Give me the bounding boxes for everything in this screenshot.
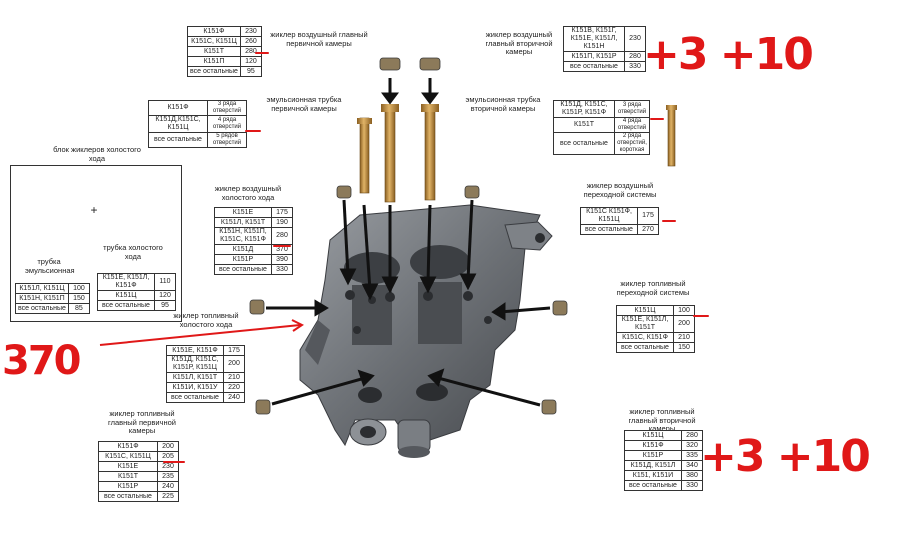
plus-sign: + (90, 203, 98, 217)
fuel-transition-label: жиклер топливный переходной системы (616, 279, 690, 297)
annotation-tick (163, 461, 185, 463)
emulsion-tube-label: трубка эмульсионная (25, 257, 75, 275)
annotation-tick (245, 130, 261, 132)
annotation-tick (255, 52, 269, 54)
air-idle-label: жиклер воздушный холостого хода (214, 184, 282, 202)
emul-tube-secondary-label: эмульсионная трубка вторичной камеры (465, 95, 541, 113)
annotation-top-right: +3 +10 (643, 29, 814, 80)
air-main-primary-label: жиклер воздушный главный первичной камер… (270, 30, 368, 48)
idle-block-title: блок жиклеров холостого хода (53, 145, 141, 163)
annotation-tick (693, 315, 709, 317)
annotation-tick (650, 118, 664, 120)
emul-tube-primary-label: эмульсионная трубка первичной камеры (266, 95, 342, 113)
fuel-main-secondary-label: жиклер топливный главный вторичной камер… (628, 407, 696, 433)
air-transition-label: жиклер воздушный переходной системы (583, 181, 657, 199)
fuel-main-primary-label: жиклер топливный главный первичной камер… (108, 409, 176, 435)
fuel-idle-label: жиклер топливный холостого хода (173, 311, 239, 329)
annotation-left: 370 (2, 338, 81, 384)
annotation-tick (662, 220, 676, 222)
annotation-bottom-right: +3 +10 (700, 431, 871, 482)
idle-tube-label: трубка холостого хода (103, 243, 163, 261)
annotation-tick (273, 245, 291, 247)
air-main-secondary-label: жиклер воздушный главный вторичной камер… (485, 30, 553, 56)
